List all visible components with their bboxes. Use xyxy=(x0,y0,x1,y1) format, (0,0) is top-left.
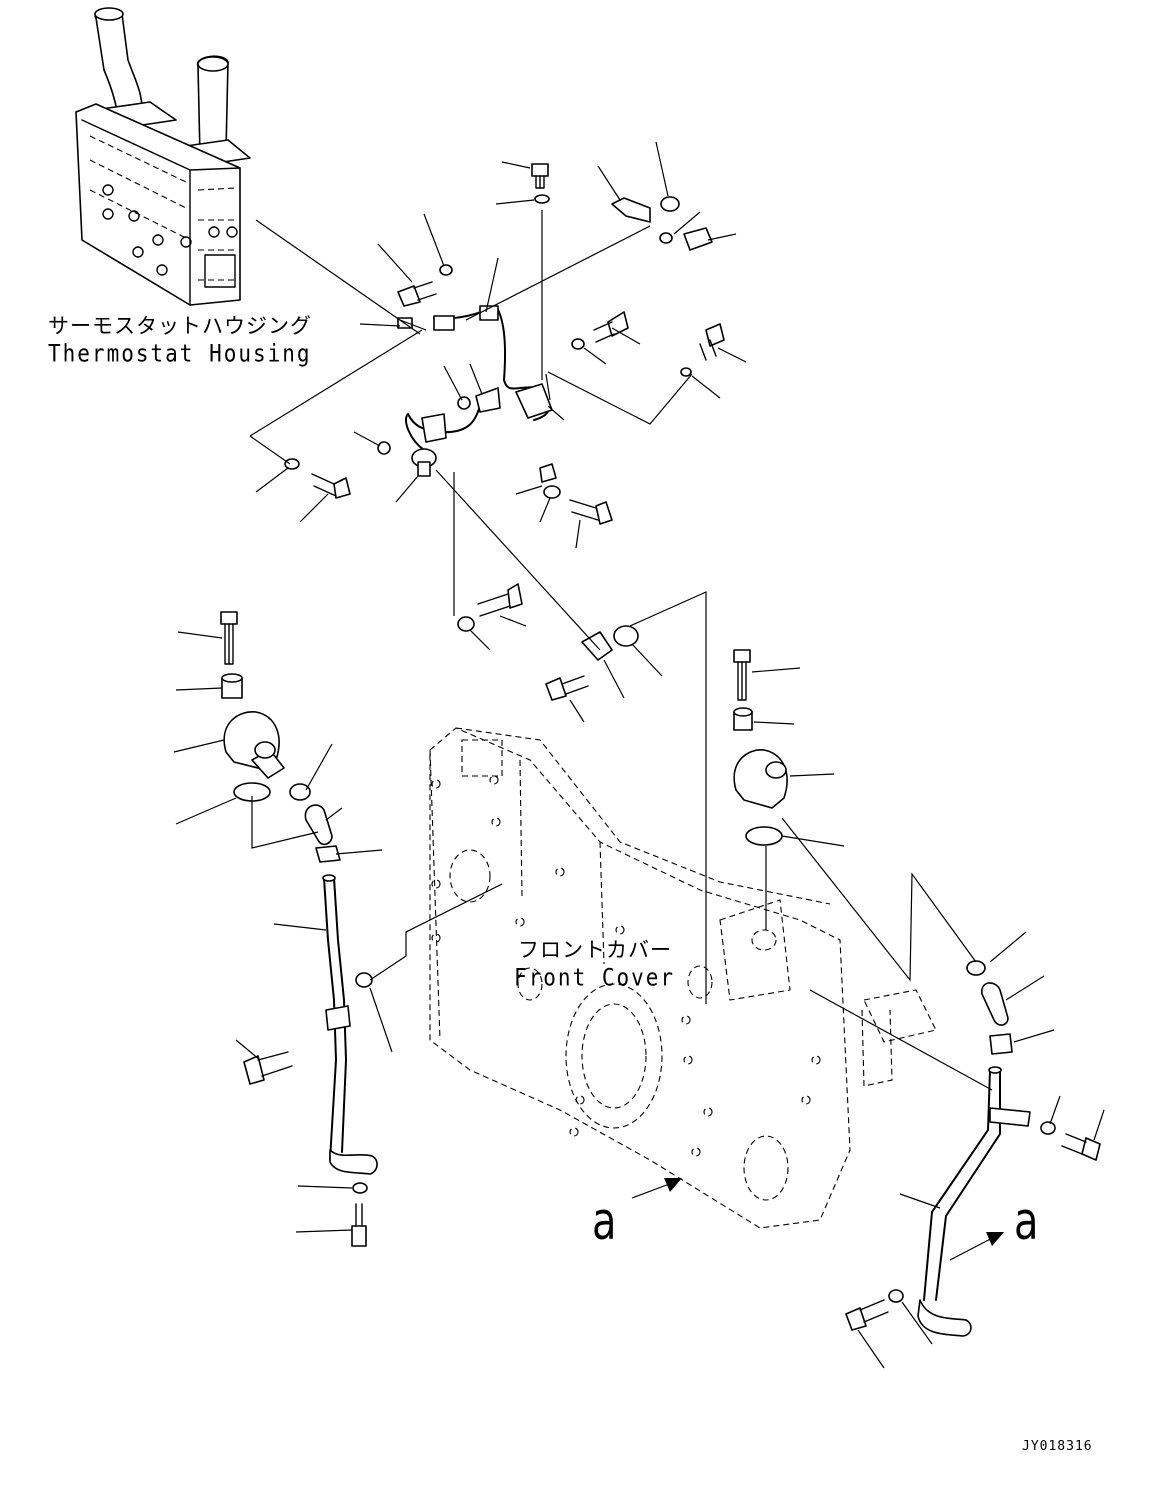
right-outlet-group xyxy=(631,649,1105,1369)
front-cover-label-jp: フロントカバー xyxy=(518,938,672,962)
drawing-code: JY018316 xyxy=(1022,1439,1093,1454)
view-a-label-left: a xyxy=(592,1192,617,1252)
thermostat-housing-label-en: Thermostat Housing xyxy=(48,339,312,368)
left-outlet-group xyxy=(173,611,503,1247)
thermostat-housing xyxy=(75,7,251,306)
view-a-label-right: a xyxy=(1014,1192,1039,1252)
sensor-harness-group xyxy=(249,141,747,1004)
thermostat-housing-label-jp: サーモスタットハウジング xyxy=(48,314,312,338)
front-cover xyxy=(429,727,937,1229)
front-cover-label-en: Front Cover xyxy=(514,963,676,992)
